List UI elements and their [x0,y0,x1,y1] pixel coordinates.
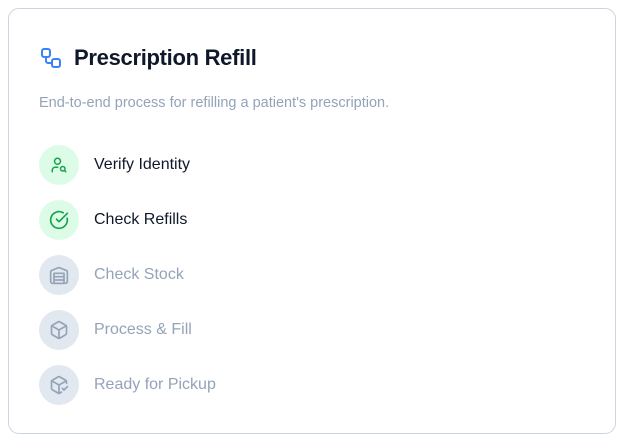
step-process-and-fill: Process & Fill [39,310,216,350]
step-ready-for-pickup: Ready for Pickup [39,365,216,405]
step-list: Verify Identity Check Refills [39,145,216,420]
step-label: Ready for Pickup [94,376,216,393]
card-header: Prescription Refill [39,45,257,71]
workflow-icon [39,46,63,70]
step-verify-identity: Verify Identity [39,145,216,185]
step-check-refills: Check Refills [39,200,216,240]
step-label: Check Refills [94,211,188,228]
step-status-indicator [39,200,79,240]
step-label: Check Stock [94,266,184,283]
package-check-icon [49,375,69,395]
warehouse-icon [49,265,69,285]
step-status-indicator [39,310,79,350]
step-label: Process & Fill [94,321,192,338]
card-title: Prescription Refill [74,45,257,70]
step-status-indicator [39,365,79,405]
step-check-stock: Check Stock [39,255,216,295]
step-label: Verify Identity [94,156,191,173]
circle-check-icon [49,210,69,230]
step-status-indicator [39,145,79,185]
prescription-refill-card: Prescription Refill End-to-end process f… [8,8,616,434]
user-search-icon [50,156,68,174]
card-description: End-to-end process for refilling a patie… [39,95,390,111]
package-icon [49,320,69,340]
step-status-indicator [39,255,79,295]
